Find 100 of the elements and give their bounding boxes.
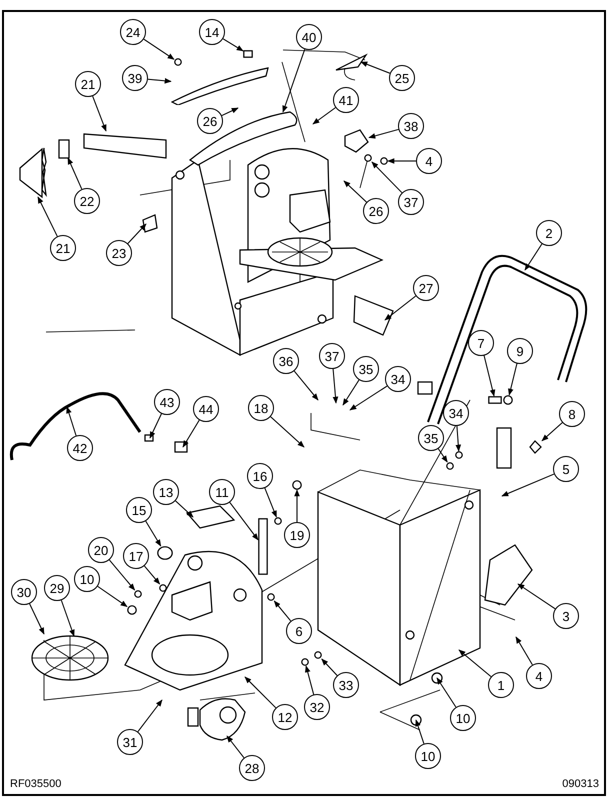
leader-line — [97, 586, 128, 608]
leader-line — [501, 474, 555, 496]
leader-line — [360, 62, 390, 74]
leader-line — [455, 425, 462, 452]
leader-line — [321, 658, 338, 676]
callout-number: 39 — [122, 65, 148, 91]
callout-number: 36 — [273, 348, 299, 374]
callout-number: 34 — [443, 400, 469, 426]
callout-number: 2 — [536, 220, 562, 246]
leader-line — [145, 520, 162, 547]
leader-line — [349, 386, 388, 410]
callout-number: 18 — [248, 395, 274, 421]
leader-line — [244, 676, 276, 708]
callout-number: 26 — [363, 198, 389, 224]
callout-number: 1 — [488, 672, 514, 698]
callout-number: 29 — [44, 575, 70, 601]
callout-number: 33 — [333, 672, 359, 698]
bolt-drawing — [488, 396, 502, 404]
callout-number: 35 — [353, 356, 379, 382]
leader-line — [517, 584, 556, 610]
callout-number: 37 — [398, 189, 424, 215]
callout-number: 3 — [553, 603, 579, 629]
panel-drawing — [171, 67, 269, 105]
leader-line — [29, 603, 44, 635]
screw-drawing — [274, 517, 282, 525]
leader-line — [66, 406, 77, 436]
leader-line — [144, 565, 160, 585]
leader-line — [384, 296, 416, 320]
leader-line — [143, 38, 175, 60]
callout-number: 8 — [559, 401, 585, 427]
callout-number: 6 — [286, 618, 312, 644]
callout-number: 34 — [385, 366, 411, 392]
callout-number: 23 — [106, 240, 132, 266]
knob-drawing — [528, 440, 542, 454]
pin-drawing — [174, 58, 182, 66]
callout-number: 24 — [120, 19, 146, 45]
leader-line — [438, 448, 448, 463]
leader-line — [68, 157, 82, 190]
callout-number: 5 — [553, 456, 579, 482]
leader-line — [342, 379, 360, 406]
callout-number: 31 — [117, 729, 143, 755]
callout-number: 21 — [75, 71, 101, 97]
leader-line — [332, 368, 338, 404]
washer-drawing — [364, 154, 372, 162]
leader-line — [436, 677, 456, 708]
callout-number: 40 — [296, 24, 322, 50]
callout-number: 19 — [284, 522, 310, 548]
leader-line — [458, 650, 492, 678]
leader-line — [304, 665, 314, 695]
leader-line — [175, 500, 194, 518]
callout-number: 12 — [272, 704, 298, 730]
leader-line — [368, 128, 399, 139]
leader-line — [150, 413, 162, 439]
leader-line — [344, 180, 368, 203]
callout-number: 35 — [418, 425, 444, 451]
callout-number: 9 — [507, 338, 533, 364]
callout-number: 10 — [74, 566, 100, 592]
callout-number: 37 — [319, 343, 345, 369]
callout-number: 4 — [416, 148, 442, 174]
callout-number: 28 — [239, 755, 265, 781]
leader-line — [484, 355, 496, 397]
cap-drawing — [243, 50, 253, 58]
leader-line — [264, 488, 277, 518]
drawing-number: RF035500 — [10, 779, 62, 790]
callout-number: 14 — [199, 19, 225, 45]
callout-number: 21 — [50, 235, 76, 261]
leader-line — [147, 78, 172, 84]
leader-line — [274, 600, 292, 622]
leader-line — [282, 48, 306, 113]
spacer-drawing — [292, 480, 302, 490]
callout-number: 16 — [247, 463, 273, 489]
washer-drawing — [127, 605, 137, 615]
screw-drawing — [455, 451, 463, 459]
strip-drawing — [258, 518, 268, 575]
callout-number: 10 — [450, 705, 476, 731]
callout-number: 17 — [123, 543, 149, 569]
callout-number: 38 — [398, 113, 424, 139]
callout-number: 43 — [154, 389, 180, 415]
screw-drawing — [446, 462, 454, 470]
washer-drawing — [267, 593, 275, 601]
collar-drawing — [503, 395, 513, 405]
leader-line — [229, 502, 258, 540]
leader-line — [312, 107, 336, 124]
leader-line — [108, 559, 136, 591]
leader-line — [137, 699, 162, 732]
nut-drawing — [134, 590, 142, 598]
leader-line — [92, 96, 106, 132]
callout-number: 32 — [304, 694, 330, 720]
grommet-drawing — [157, 546, 173, 560]
leader-line — [541, 422, 563, 442]
leader-line — [415, 719, 424, 744]
callout-number: 44 — [193, 396, 219, 422]
screw-drawing — [301, 658, 309, 666]
callout-number: 27 — [413, 275, 439, 301]
switch-drawing — [344, 129, 369, 153]
callout-number: 41 — [333, 87, 359, 113]
leader-line — [38, 196, 58, 237]
leader-line — [221, 108, 239, 116]
callout-number: 20 — [88, 537, 114, 563]
leader-line — [294, 370, 318, 401]
